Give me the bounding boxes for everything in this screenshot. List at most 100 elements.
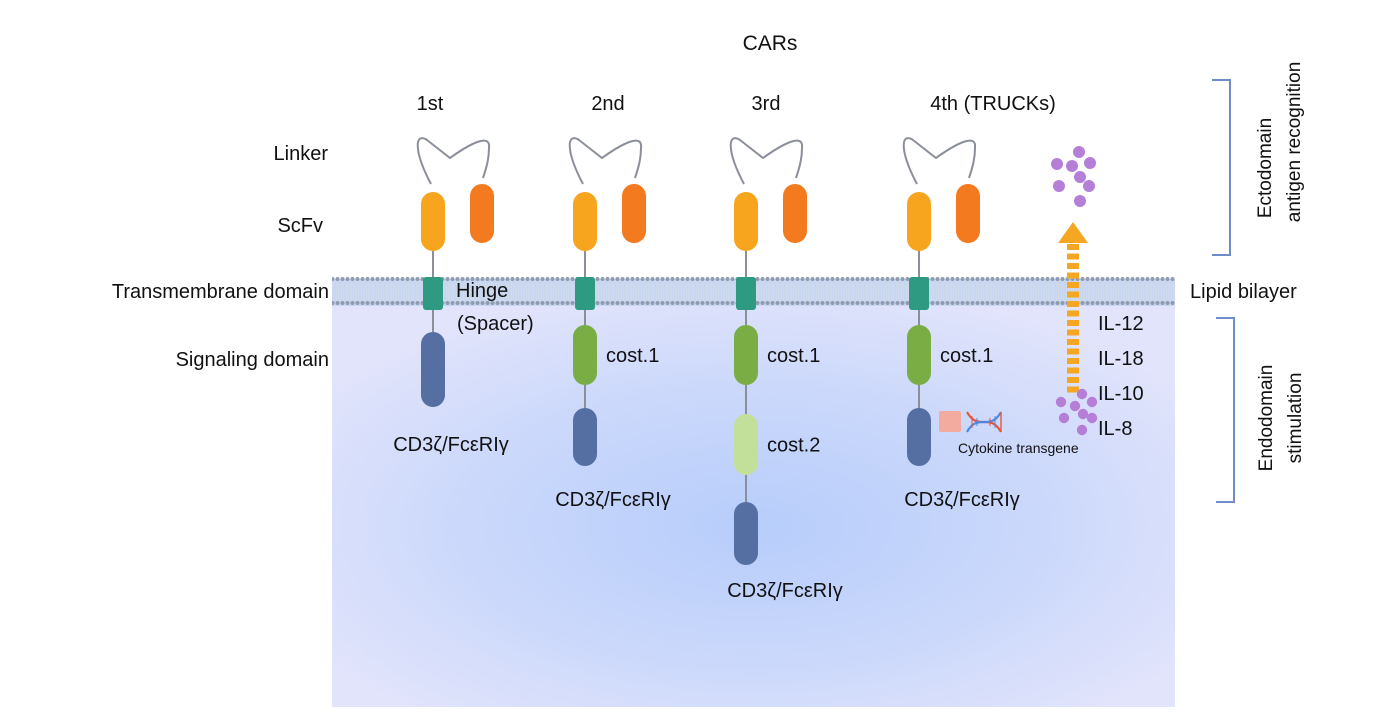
cost1-label: cost.1 — [940, 345, 993, 367]
cost2-domain — [734, 414, 758, 475]
cytokine-name: IL-10 — [1098, 383, 1144, 405]
arrow-dash — [1067, 301, 1079, 307]
cytokine-molecule — [1053, 180, 1065, 192]
ectodomain-bracket: Ectodomain antigen recognition — [1212, 62, 1305, 256]
cytokine-molecule — [1074, 171, 1086, 183]
linker-label: Linker — [274, 143, 329, 165]
scfv-light-chain — [956, 184, 980, 243]
cytokine-molecule — [1084, 157, 1096, 169]
cost1-domain — [573, 325, 597, 385]
scfv-heavy-chain — [734, 192, 758, 251]
secreted-cytokines-cluster — [1051, 146, 1096, 207]
cytokine-name: IL-12 — [1098, 313, 1144, 335]
arrow-dash — [1067, 253, 1079, 260]
arrow-dash — [1067, 358, 1079, 364]
cd3-zeta-domain — [573, 408, 597, 466]
endodomain-bracket: Endodomain stimulation — [1216, 317, 1306, 503]
scfv-heavy-chain — [421, 192, 445, 251]
arrow-dash — [1067, 263, 1079, 269]
cd3-zeta-label: CD3ζ/FcεRIγ — [555, 489, 671, 511]
arrow-dash — [1067, 310, 1079, 317]
generation-label: 3rd — [752, 93, 781, 115]
cytokine-transgene-label: Cytokine transgene — [958, 440, 1079, 456]
antigen-recognition-label: antigen recognition — [1284, 62, 1305, 223]
cytokine-molecule — [1076, 424, 1088, 436]
dna-helix-icon — [966, 411, 1002, 433]
signaling-domain-label: Signaling domain — [176, 349, 329, 371]
cd3-zeta-label: CD3ζ/FcεRIγ — [904, 489, 1020, 511]
cd3-zeta-label: CD3ζ/FcεRIγ — [393, 434, 509, 456]
cytokine-molecule — [1069, 400, 1081, 412]
cytokine-molecule — [1058, 412, 1070, 424]
generation-label: 4th (TRUCKs) — [930, 93, 1056, 115]
transgene-box — [939, 411, 961, 432]
cytokine-molecule — [1076, 388, 1088, 400]
lipid-bilayer-label: Lipid bilayer — [1190, 281, 1297, 303]
linker-loop — [729, 137, 804, 185]
scfv-light-chain — [783, 184, 807, 243]
cost1-label: cost.1 — [767, 345, 820, 367]
arrow-dash — [1067, 329, 1079, 336]
scfv-label: ScFv — [277, 215, 323, 237]
hinge-transmembrane-block — [909, 277, 929, 310]
cytokine-transgene-group: Cytokine transgene — [939, 411, 1079, 456]
cytokine-molecule — [1073, 146, 1085, 158]
generation-label: 2nd — [591, 93, 624, 115]
arrow-dash — [1067, 339, 1079, 345]
spacer-label: (Spacer) — [457, 313, 534, 335]
arrow-head — [1058, 222, 1088, 243]
linker-loop — [902, 137, 977, 185]
ectodomain-label: Ectodomain — [1255, 118, 1276, 218]
hinge-transmembrane-block — [736, 277, 756, 310]
arrow-dash — [1067, 386, 1079, 393]
hinge-transmembrane-block — [423, 277, 443, 310]
cytokine-molecule — [1051, 158, 1063, 170]
arrow-dash — [1067, 377, 1079, 383]
cd3-zeta-domain — [421, 332, 445, 407]
generation-label: 1st — [417, 93, 444, 115]
intracellular-cytokines-cluster — [1055, 388, 1098, 436]
cost1-domain — [907, 325, 931, 385]
stimulation-label: stimulation — [1285, 373, 1306, 464]
cytokine-molecule — [1074, 195, 1086, 207]
arrow-dash — [1067, 348, 1079, 355]
arrow-dash — [1067, 244, 1079, 250]
arrow-dash — [1067, 282, 1079, 288]
hinge-transmembrane-block — [575, 277, 595, 310]
cytokine-molecule — [1077, 408, 1089, 420]
cost2-label: cost.2 — [767, 435, 820, 457]
cd3-zeta-label: CD3ζ/FcεRIγ — [727, 580, 843, 602]
cd3-zeta-domain — [734, 502, 758, 565]
cost1-label: cost.1 — [606, 345, 659, 367]
scfv-light-chain — [470, 184, 494, 243]
arrow-dash — [1067, 320, 1079, 326]
secretion-arrow — [1058, 222, 1088, 393]
arrow-dash — [1067, 272, 1079, 279]
scfv-heavy-chain — [907, 192, 931, 251]
cost1-domain — [734, 325, 758, 385]
cytokine-name: IL-8 — [1098, 418, 1132, 440]
cytokine-molecule — [1086, 412, 1098, 424]
scfv-heavy-chain — [573, 192, 597, 251]
arrow-dash — [1067, 367, 1079, 374]
cytokine-name: IL-18 — [1098, 348, 1144, 370]
cytokine-molecule — [1055, 396, 1067, 408]
cytokine-molecule — [1083, 180, 1095, 192]
arrow-dash — [1067, 291, 1079, 298]
cytokine-molecule — [1066, 160, 1078, 172]
diagram-title: CARs — [743, 32, 798, 55]
cd3-zeta-domain — [907, 408, 931, 466]
scfv-light-chain — [622, 184, 646, 243]
linker-loop — [416, 137, 491, 185]
hinge-label: Hinge — [456, 280, 508, 302]
linker-loop — [568, 137, 643, 185]
transmembrane-domain-label: Transmembrane domain — [112, 281, 329, 303]
endodomain-label: Endodomain — [1256, 365, 1277, 472]
